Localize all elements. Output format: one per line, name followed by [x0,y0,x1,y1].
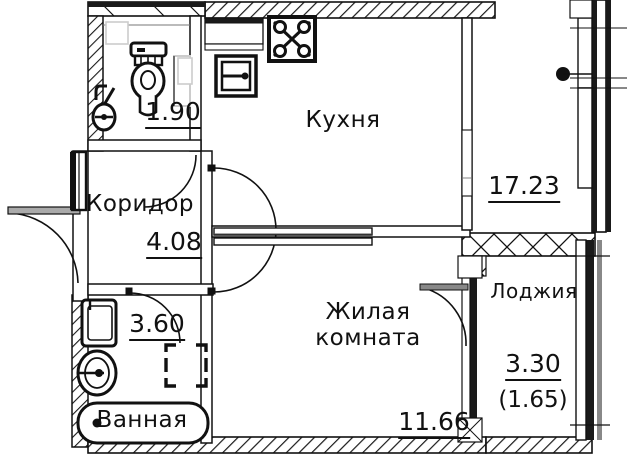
bathroom-name-label: Ванная [96,407,188,434]
kitchen-area-label: 17.23 [488,172,560,203]
loggia-secondary-area-value: (1.65) [498,387,568,413]
loggia-name-label: Лоджия [490,280,577,302]
loggia-secondary-area-label: (1.65) [498,387,568,414]
top-niche-details [105,21,193,85]
corridor-area-label: 4.08 [146,228,202,259]
corridor-name-label: Коридор [85,191,195,218]
toilet-fixture-icon [129,41,168,117]
bathroom-label-frame [76,401,210,445]
left-wall-column [70,152,76,210]
corridor-name-text: Коридор [85,191,195,217]
living-room-name-line1: Жилая [325,299,411,325]
kitchen-name-text: Кухня [305,107,381,133]
toilet-area-label: 1.90 [145,98,201,129]
living-room-name-line2: комната [315,324,421,351]
living-room-name-label: Жилая комната [315,299,421,352]
kitchen-sink-icon [214,54,258,98]
loggia-left-wall [457,255,483,443]
right-exterior-wall [556,0,627,233]
toilet-area-value: 1.90 [145,98,201,129]
bathroom-name-text: Ванная [96,407,188,433]
toilet-small-sink-icon [91,84,117,132]
kitchen-name-label: Кухня [305,107,381,134]
doors [7,150,469,347]
kitchen-window [461,129,473,197]
loggia-area-value: 3.30 [505,350,561,381]
kitchen-area-value: 17.23 [488,172,560,203]
loggia-area-label: 3.30 [505,350,561,381]
living-room-area-value: 11.66 [398,408,470,439]
loggia-glazing [570,239,610,441]
kitchen-counters [204,17,264,51]
loggia-name-text: Лоджия [490,279,578,303]
bathtub-icon [80,298,118,348]
corridor-area-value: 4.08 [146,228,202,259]
bathroom-area-label: 3.60 [129,310,185,341]
washing-machine-icon [164,343,208,388]
living-room-area-label: 11.66 [398,408,470,439]
bathroom-area-value: 3.60 [129,310,185,341]
cooktop-icon [267,15,317,63]
bathroom-sink-icon [76,349,118,397]
